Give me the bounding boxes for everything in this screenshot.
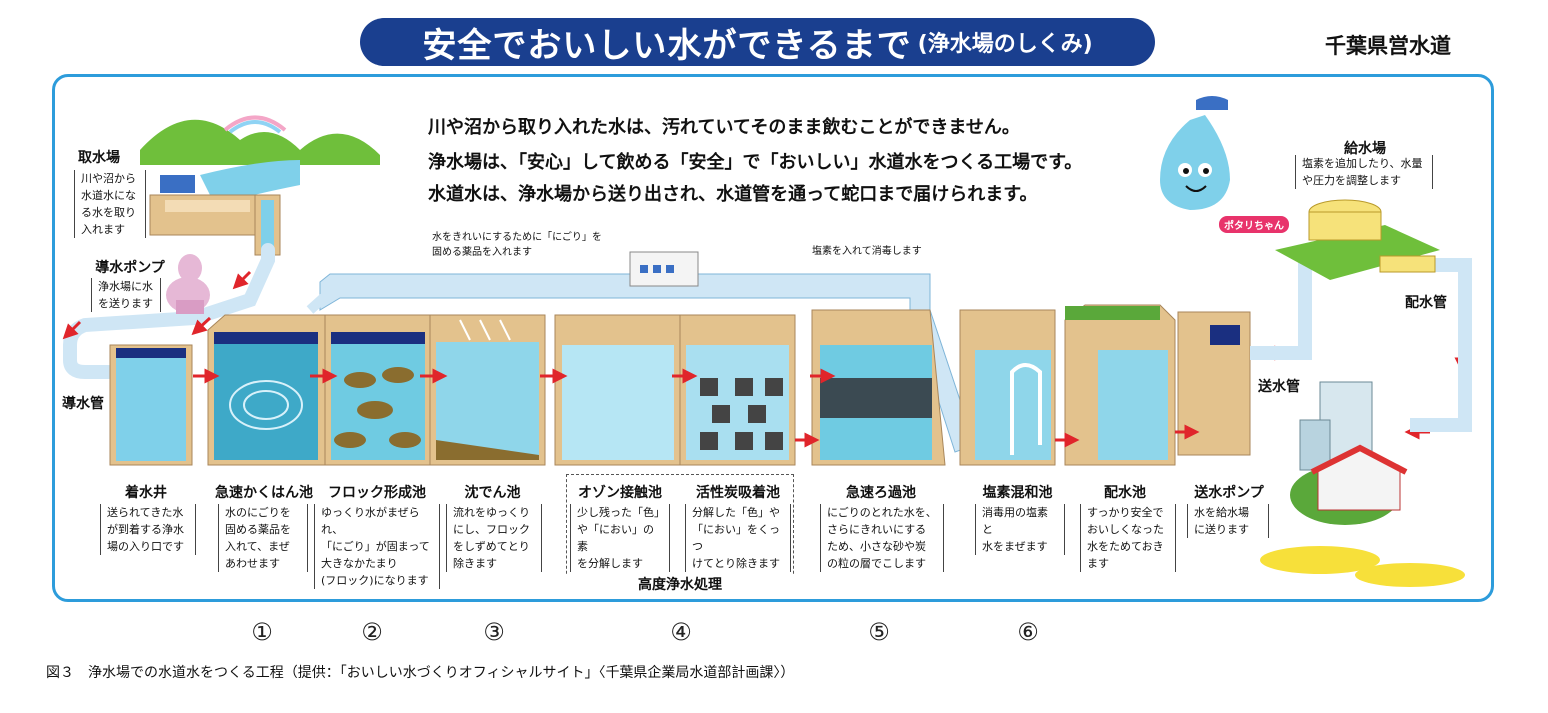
tank-filtration-icon — [811, 309, 946, 466]
tank-distribution-reservoir-icon — [1064, 304, 1176, 466]
stage-desc-ozone: 少し残った「色」や「におい」の素を分解します — [570, 504, 670, 572]
intro-line-1: 川や沼から取り入れた水は、汚れていてそのまま飲むことができません。 — [428, 117, 1020, 138]
stage-title-ozone: オゾン接触池 — [578, 485, 662, 501]
intake-structure-icon — [149, 175, 281, 256]
intro-line-2: 浄水場は、「安心」して飲める「安全」で「おいしい」水道水をつくる工場です。 — [428, 152, 1083, 173]
stage-title-rapid-mix: 急速かくはん池 — [215, 485, 313, 501]
river-icon — [200, 160, 300, 205]
intake-desc: 川や沼から水道水になる水を取り入れます — [74, 170, 146, 238]
stage-title-filtration: 急速ろ過池 — [846, 485, 916, 501]
distribution-pipe-label: 配水管 — [1405, 295, 1447, 311]
tank-sedimentation-icon — [429, 314, 546, 466]
title-main: 安全でおいしい水ができるまで — [422, 25, 912, 66]
mascot-name: ポタリちゃん — [1219, 216, 1289, 233]
potari-mascot-icon — [1160, 96, 1230, 210]
stage-title-pump: 送水ポンプ — [1194, 485, 1264, 501]
stage-title-receiving-well: 着水井 — [125, 485, 167, 501]
supply-station-icon — [1275, 199, 1440, 280]
conduit-label: 導水管 — [62, 396, 104, 412]
intro-line-3: 水道水は、浄水場から送り出され、水道管を通って蛇口まで届けられます。 — [428, 184, 1038, 205]
stage-desc-chlorine-mix: 消毒用の塩素と水をまぜます — [975, 504, 1065, 555]
stage-title-chlorine-mix: 塩素混和池 — [982, 485, 1053, 501]
tank-carbon-icon — [679, 314, 796, 466]
chemical-note: 水をきれいにするために「にごり」を固める薬品を入れます — [432, 232, 602, 258]
pump-title: 導水ポンプ — [95, 260, 165, 276]
stage-desc-reservoir: すっかり安全でおいしくなった水をためておきます — [1080, 504, 1176, 572]
title-sub: (浄水場のしくみ) — [917, 32, 1093, 57]
transmission-pipe-label: 送水管 — [1258, 379, 1300, 395]
tank-chlorine-mix-icon — [959, 309, 1056, 466]
stage-title-sedimentation: 沈でん池 — [464, 485, 521, 501]
distribution-pipe-icon — [1400, 258, 1472, 432]
step-number-6: ⑥ — [1017, 618, 1039, 646]
pump-icon — [166, 254, 210, 314]
step-number-3: ③ — [483, 618, 505, 646]
stage-desc-filtration: にごりのとれた水を、さらにきれいにするため、小さな砂や炭の粒の層でこします — [820, 504, 944, 572]
step-number-4: ④ — [670, 618, 692, 646]
stage-title-carbon: 活性炭吸着池 — [696, 485, 780, 501]
tank-rapid-mix-icon — [207, 314, 326, 466]
advanced-treatment-label: 高度浄水処理 — [566, 574, 794, 594]
stage-title-reservoir: 配水池 — [1104, 485, 1146, 501]
title-banner: 安全でおいしい水ができるまで (浄水場のしくみ) — [360, 18, 1155, 66]
figure-caption: 図３ 浄水場での水道水をつくる工程（提供：「おいしい水づくりオフィシャルサイト」… — [46, 665, 795, 681]
town-icon — [1260, 381, 1465, 587]
tank-floc-icon — [324, 314, 431, 466]
org-name: 千葉県営水道 — [1325, 34, 1451, 58]
supply-station-title: 給水場 — [1344, 141, 1386, 157]
tank-ozone-icon — [554, 314, 681, 466]
hills-icon — [140, 115, 380, 165]
transmission-pipe-icon — [1250, 255, 1312, 360]
stage-desc-rapid-mix: 水のにごりを固める薬品を入れて、まぜあわせます — [218, 504, 308, 572]
top-pipe-icon — [306, 251, 976, 453]
chlorine-note: 塩素を入れて消毒します — [812, 246, 922, 257]
stage-desc-pump: 水を給水場に送ります — [1187, 504, 1269, 538]
stage-desc-sedimentation: 流れをゆっくりにし、フロックをしずめてとり除きます — [446, 504, 542, 572]
tank-receiving-well-icon — [109, 344, 193, 466]
conduit-pipe-icon — [63, 243, 275, 379]
advanced-treatment-box — [566, 474, 794, 584]
step-number-2: ② — [361, 618, 383, 646]
tank-pump-icon — [1177, 311, 1251, 456]
stage-desc-receiving-well: 送られてきた水が到着する浄水場の入り口です — [100, 504, 196, 555]
step-number-1: ① — [251, 618, 273, 646]
step-number-5: ⑤ — [868, 618, 890, 646]
supply-station-desc: 塩素を追加したり、水量や圧力を調整します — [1295, 155, 1433, 189]
intake-title: 取水場 — [78, 150, 120, 166]
stage-desc-carbon: 分解した「色」や「におい」をくっつけてとり除きます — [685, 504, 791, 572]
pump-desc: 浄水場に水を送ります — [91, 278, 161, 312]
diagram-frame — [52, 74, 1494, 602]
stage-desc-floc: ゆっくり水がまぜられ、「にごり」が固まって大きなかたまり(フロック)になります — [314, 504, 440, 589]
stage-title-floc: フロック形成池 — [328, 485, 426, 501]
